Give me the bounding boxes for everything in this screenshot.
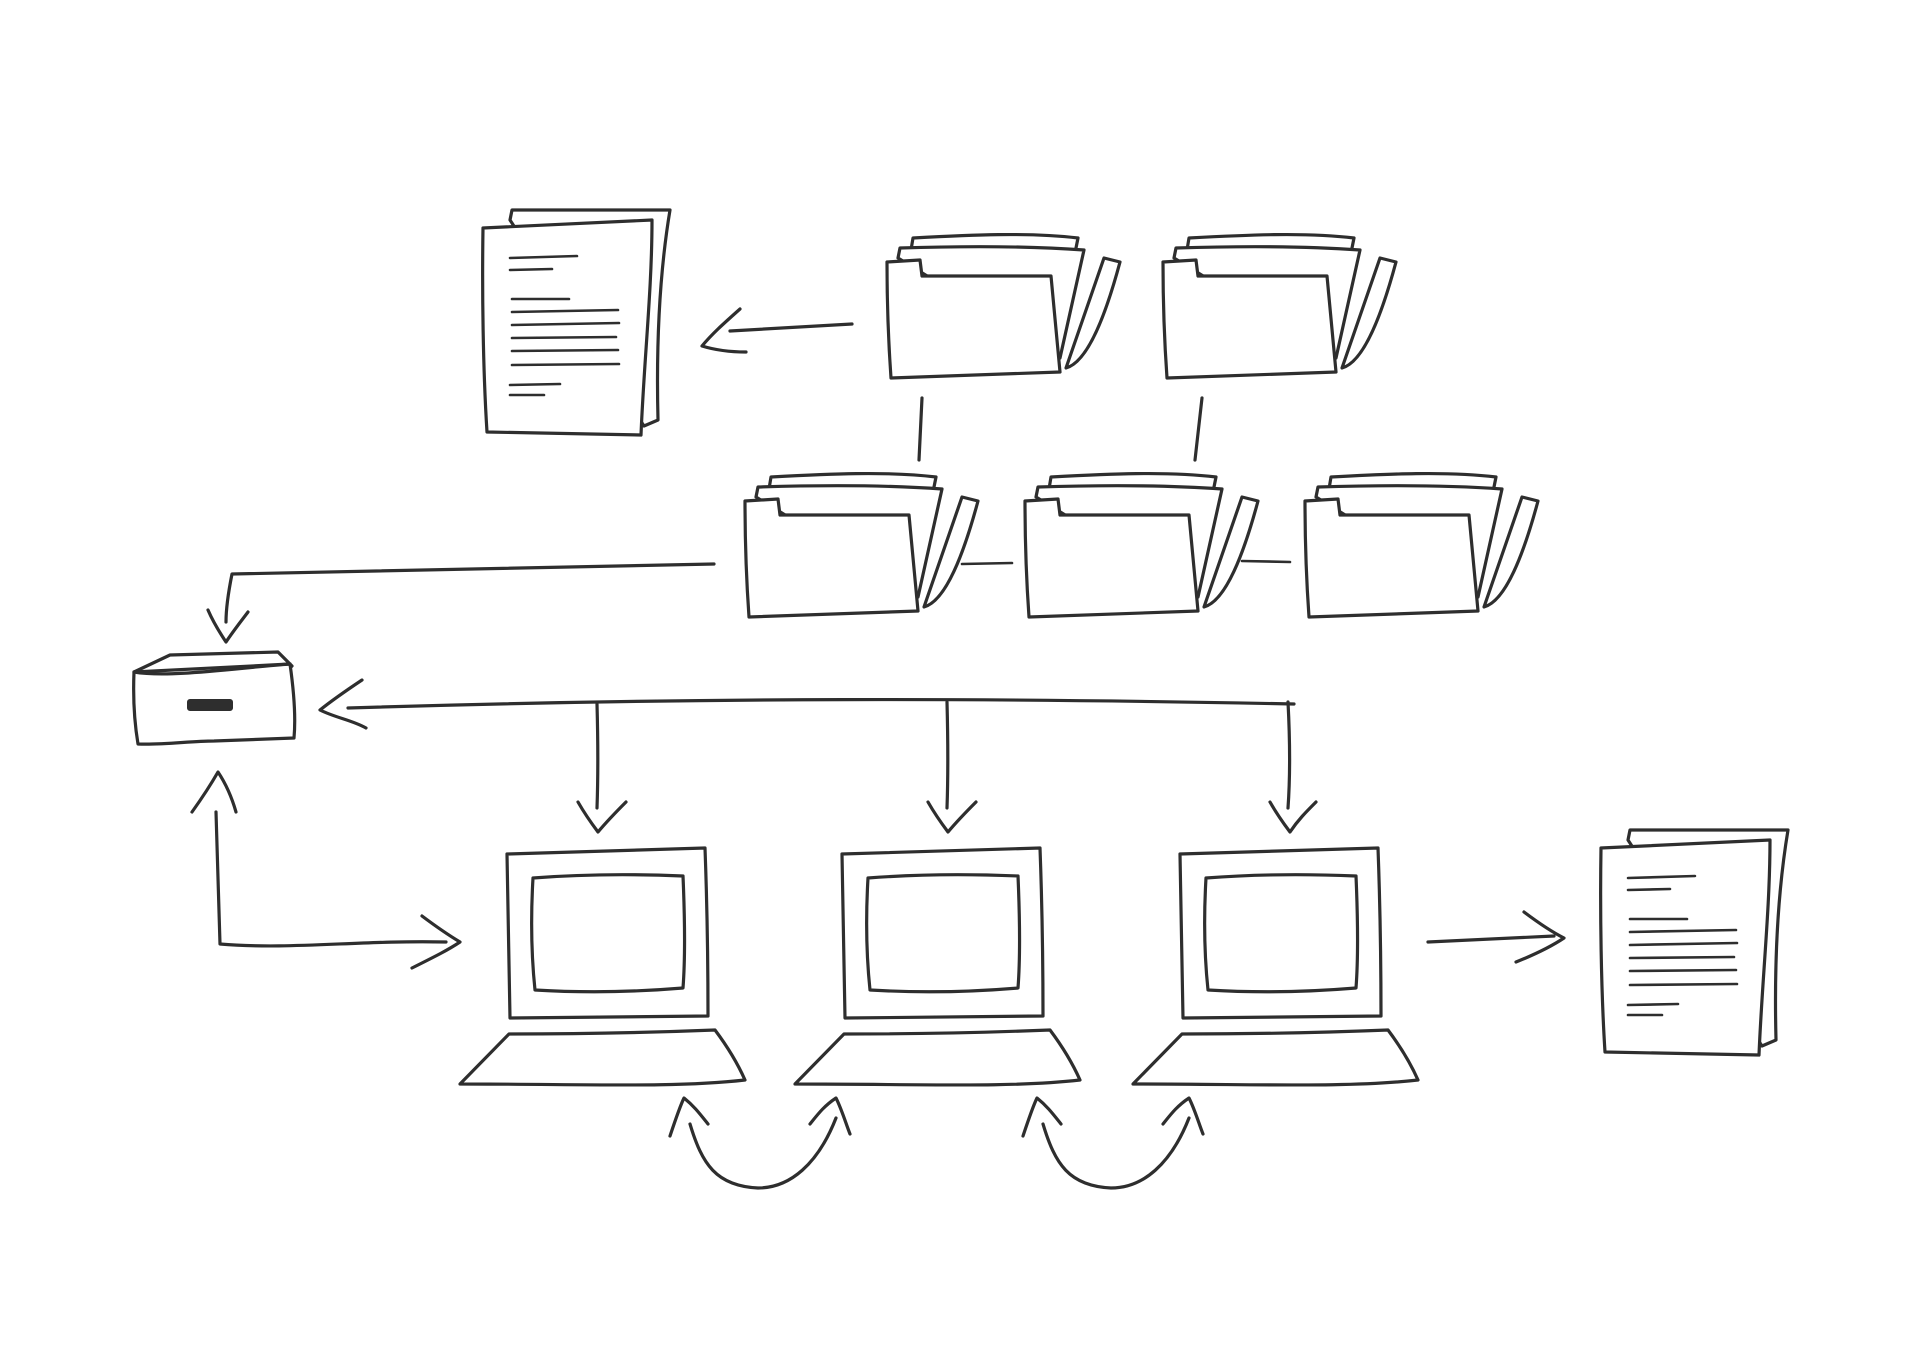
- document-icon: [481, 208, 672, 437]
- folder-icon: [743, 471, 980, 619]
- link-folder-middle-1-to-2: [960, 561, 1014, 566]
- arrow-bus-to-laptop-2: [926, 700, 978, 834]
- folder-middle-2: [1023, 471, 1260, 619]
- folder-middle-1: [743, 471, 980, 619]
- link-folder-top-2-to-middle: [1193, 396, 1204, 462]
- laptop-icon: [1131, 846, 1420, 1087]
- laptop-3: [1131, 846, 1420, 1087]
- arrow-bus-to-laptop-3: [1268, 700, 1318, 834]
- laptop-2: [793, 846, 1082, 1087]
- laptop-icon: [458, 846, 747, 1087]
- arrow-laptop-to-document: [1426, 910, 1566, 964]
- folder-top-2: [1161, 232, 1398, 380]
- document-top-left: [481, 208, 672, 437]
- folder-icon: [885, 232, 1122, 380]
- link-folder-middle-2-to-3: [1240, 559, 1292, 564]
- exchange-arrow-laptop-1-2: [668, 1096, 852, 1190]
- arrow-folder-to-document: [700, 307, 854, 354]
- exchange-arrow-laptop-2-3: [1021, 1096, 1205, 1190]
- folder-icon: [1023, 471, 1260, 619]
- document-bottom-right: [1599, 828, 1790, 1057]
- folder-icon: [1303, 471, 1540, 619]
- laptop-1: [458, 846, 747, 1087]
- document-icon: [1599, 828, 1790, 1057]
- folder-middle-3: [1303, 471, 1540, 619]
- arrow-server-to-laptop-1: [190, 770, 462, 970]
- link-folder-top-1-to-middle-2: [917, 396, 924, 462]
- folder-top-1: [885, 232, 1122, 380]
- arrow-bus-to-laptop-1: [576, 702, 628, 834]
- server-icon: [132, 650, 297, 746]
- laptop-icon: [793, 846, 1082, 1087]
- folder-icon: [1161, 232, 1398, 380]
- arrow-folder-to-server: [206, 562, 716, 644]
- arrow-bus-to-server: [318, 678, 1296, 730]
